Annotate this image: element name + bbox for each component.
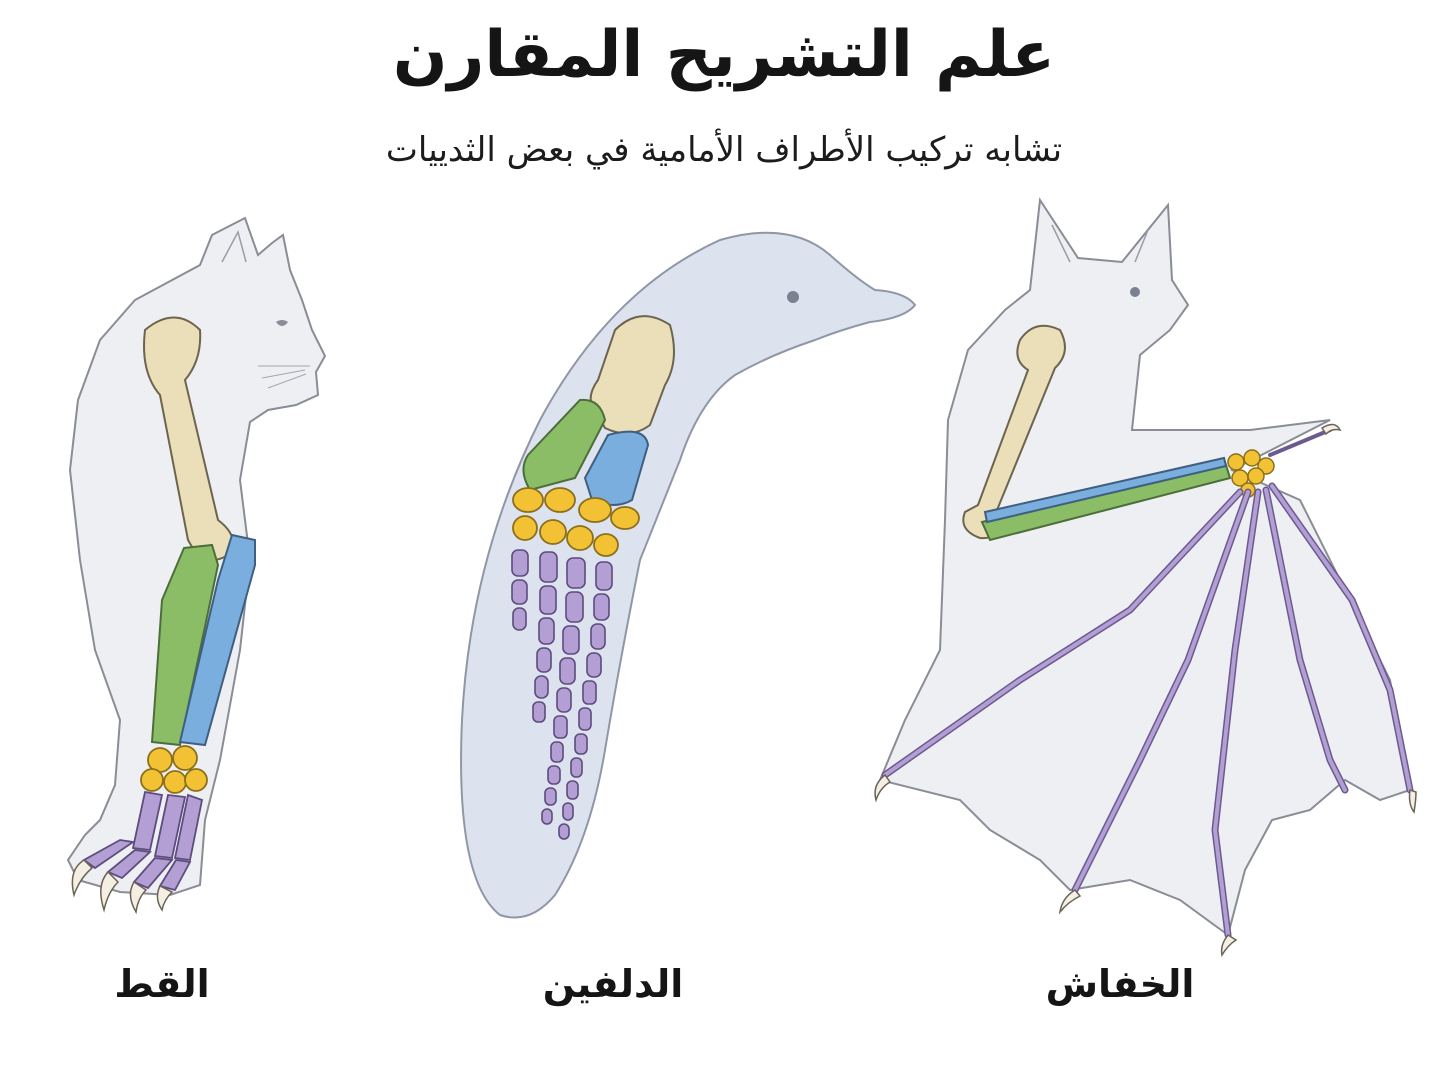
dolphin-carpals	[512, 487, 640, 557]
label-cat: القط	[114, 962, 210, 1006]
bat-wing-membrane	[878, 197, 1412, 937]
cat-claws	[71, 859, 174, 915]
cat-carpals	[140, 745, 208, 794]
bat-claws	[874, 423, 1417, 958]
cat-radius	[150, 543, 220, 747]
cat-figure	[66, 216, 327, 915]
dolphin-body-silhouette	[460, 231, 917, 919]
dolphin-phalanges	[511, 549, 613, 840]
bat-eye	[1130, 287, 1140, 297]
page-title: علم التشريح المقارن	[392, 18, 1056, 92]
dolphin-radius	[522, 398, 607, 492]
bat-ear-inner	[1051, 224, 1149, 263]
page-subtitle: تشابه تركيب الأطراف الأمامية في بعض الثد…	[385, 130, 1063, 170]
dolphin-figure	[460, 231, 917, 919]
bat-phalanges-fill	[883, 484, 1412, 937]
cat-whiskers	[258, 365, 310, 389]
cat-ulna	[178, 533, 256, 747]
dolphin-eye	[787, 291, 799, 303]
bat-figure	[874, 197, 1417, 958]
label-dolphin: الدلفين	[542, 962, 684, 1006]
cat-eye	[276, 320, 288, 326]
cat-phalanges	[82, 790, 204, 892]
cat-ear-inner	[221, 229, 247, 263]
bat-ulna	[983, 456, 1228, 524]
label-bat: الخفاش	[1045, 962, 1195, 1006]
